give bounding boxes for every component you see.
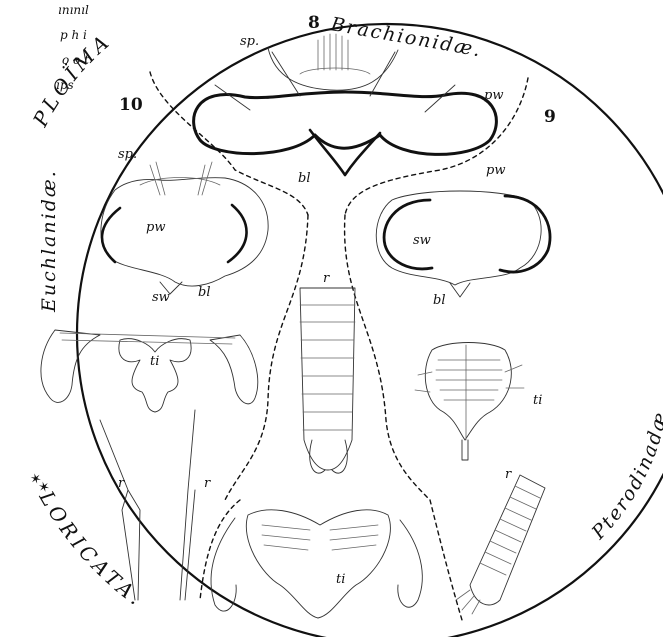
trophi-right-label-ti: ti	[533, 393, 542, 408]
fig10-cilia	[140, 162, 220, 195]
euchlanidae-label: Euchlanidæ.	[38, 169, 60, 313]
trophi-right-bristles	[415, 365, 524, 392]
trophi-right-foot	[462, 440, 468, 460]
fig9-label-sw: sw	[413, 233, 431, 248]
fig8-spine-right	[370, 52, 395, 96]
trophi-left-incus	[119, 339, 191, 412]
figure-number-10: 10	[119, 95, 143, 115]
divider-right-long	[345, 215, 430, 500]
pterodinadae-label: Pterodinadæ.	[587, 402, 663, 544]
foot-toes	[310, 440, 348, 473]
trophi-left-label-r2: r	[204, 476, 211, 491]
fig8-lower-lobe	[310, 130, 380, 175]
trophi-bottom: ti	[211, 510, 422, 618]
fig8-label-bl: bl	[298, 171, 310, 186]
trophi-right-striae	[436, 345, 502, 440]
figure-number-9: 9	[544, 107, 556, 127]
fig8-lateral-right	[425, 85, 455, 112]
figure-number-8: 8	[308, 13, 320, 33]
foot-body	[300, 288, 355, 470]
fig8-head	[268, 48, 398, 90]
trophi-bottom-striae	[262, 525, 378, 550]
fig9-foot-notch	[450, 283, 470, 297]
fig10-lorica-outline	[101, 178, 268, 286]
pterodina-foot-rings	[480, 486, 540, 575]
fig8-label-pw: pw	[484, 88, 503, 103]
divider-lines	[150, 72, 528, 620]
ploima-label: PLOÏMA	[28, 28, 117, 131]
figure-10-euchlanid: sp. pw sw bl	[101, 147, 268, 305]
fig10-label-sp: sp.	[118, 147, 137, 162]
trophi-left: ti r r	[41, 330, 258, 600]
fragment-line-1: ınınıl	[58, 3, 89, 17]
loricata-label: LORICATA.	[34, 486, 149, 612]
trophi-bottom-manubrium-r	[398, 520, 422, 607]
trophi-left-toe-r	[180, 410, 195, 600]
fig10-label-sw: sw	[152, 290, 170, 305]
fig10-label-bl: bl	[198, 285, 210, 300]
trophi-right-body	[425, 343, 511, 441]
fragment-line-2: p h i	[60, 28, 87, 42]
fig10-label-pw: pw	[146, 220, 165, 235]
foot-rings	[300, 305, 355, 430]
pterodina-foot: r	[456, 467, 545, 614]
fig9-label-bl: bl	[433, 293, 445, 308]
fig10-bracket-left	[102, 208, 120, 262]
plate-circle	[77, 24, 663, 637]
divider-mid-right	[430, 500, 462, 620]
fig8-spine-left	[272, 52, 300, 96]
fig8-label-sp: sp.	[240, 34, 259, 49]
divider-left-long	[225, 215, 308, 500]
fig10-bracket-right	[228, 205, 247, 262]
central-foot: r	[300, 271, 355, 473]
trophi-left-bars	[60, 333, 235, 344]
pterodina-foot-label-r: r	[505, 467, 512, 482]
fig8-outer-lorica	[194, 92, 497, 154]
trophi-right: ti	[415, 343, 542, 461]
trophi-left-manubrium-r	[210, 335, 258, 404]
figure-9-pterodinid: pw sw bl	[376, 163, 550, 308]
fig9-ring-right	[500, 196, 550, 272]
trophi-left-label-ti: ti	[150, 354, 159, 369]
foot-label-r: r	[323, 271, 330, 286]
trophi-bottom-label-ti: ti	[336, 572, 345, 587]
fig9-label-pw: pw	[486, 163, 505, 178]
trophi-left-label-r1: r	[118, 476, 125, 491]
brachionidae-label: Brachionidæ.	[328, 13, 484, 61]
pterodina-foot-body	[470, 475, 545, 605]
